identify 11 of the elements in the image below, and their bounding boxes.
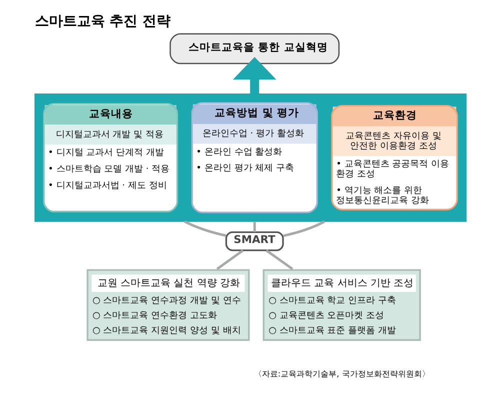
- connector: [282, 220, 325, 237]
- cluster: [34, 94, 466, 222]
- connector: [216, 249, 244, 270]
- connector: [265, 249, 293, 270]
- diagram-title: 스마트교육 추진 전략: [34, 13, 170, 30]
- label: 〈자료:교육과학기술부, 국가정보화전략위원회〉: [253, 368, 430, 379]
- node-box: 스마트교육을 통한 교실혁명: [169, 33, 340, 64]
- connector: [252, 221, 256, 232]
- connector: [184, 220, 226, 237]
- node-box: SMART: [224, 231, 284, 252]
- arrow: [232, 57, 276, 94]
